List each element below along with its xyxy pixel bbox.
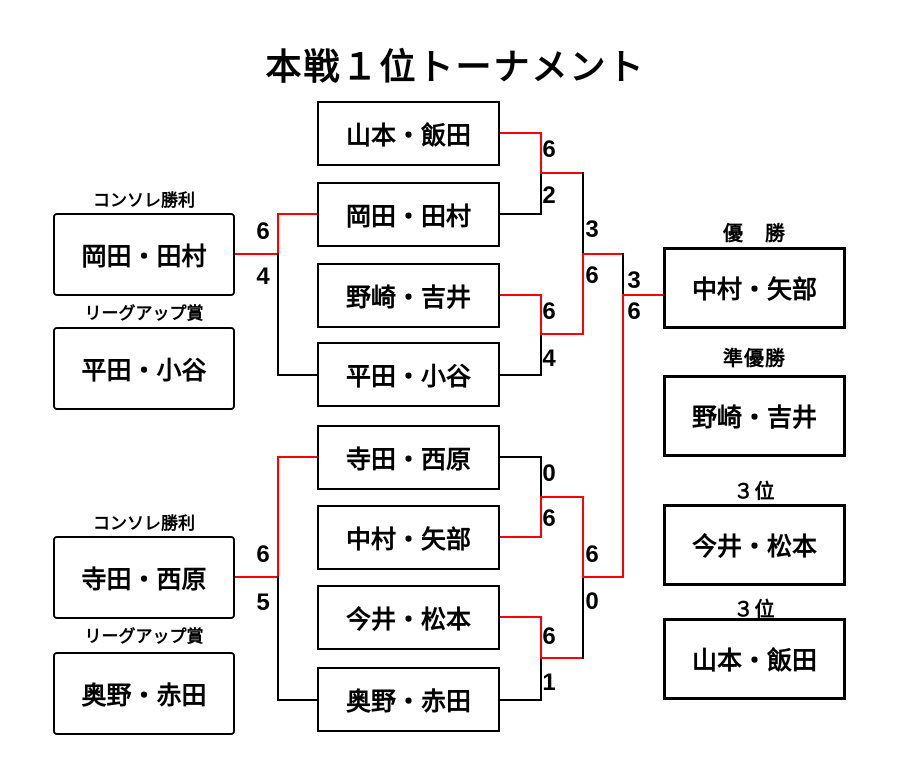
bracket-line (582, 496, 584, 578)
consolation-winner-bottom-team: 寺田・西原 (81, 565, 207, 594)
bracket-line (277, 576, 279, 701)
bracket-line (500, 536, 540, 538)
bracket-line (622, 295, 624, 578)
score-r1m1-top: 6 (542, 136, 556, 163)
consolation-winner-top-team: 岡田・田村 (81, 242, 207, 271)
champion-box: 中村・矢部 (663, 247, 846, 329)
bracket-line (582, 576, 584, 659)
score-sf1-bottom: 6 (585, 262, 599, 289)
bracket-line (277, 374, 317, 376)
bracket-line (277, 213, 317, 215)
bracket-entry-3: 野崎・吉井 (345, 283, 471, 312)
bracket-line (582, 576, 622, 578)
consolation-winner-label-bottom: コンソレ勝利 (93, 514, 195, 533)
bracket-line (277, 253, 279, 376)
league-up-prize-top-team: 平田・小谷 (81, 356, 207, 385)
bracket-entry-5: 寺田・西原 (345, 445, 471, 474)
bracket-line (540, 333, 582, 335)
bracket-line (582, 253, 622, 255)
consolation-winner-box-bottom: 寺田・西原 (53, 536, 235, 619)
tournament-title: 本戦１位トーナメント (265, 46, 646, 87)
bracket-entry-box-8: 奥野・赤田 (317, 667, 500, 732)
score-consolation-bottom-loser: 5 (256, 589, 270, 616)
score-r1m4-bottom: 1 (542, 669, 556, 696)
bracket-line (622, 253, 624, 297)
bracket-entry-box-3: 野崎・吉井 (317, 263, 500, 328)
score-consolation-bottom-winner: 6 (256, 541, 270, 568)
score-sf1-top: 3 (585, 216, 599, 243)
bracket-line (277, 213, 279, 255)
bracket-line (540, 496, 542, 538)
bracket-line (540, 172, 542, 215)
third-place-label-1: ３位 (733, 481, 776, 503)
bracket-line (500, 699, 540, 701)
bracket-line (500, 132, 540, 134)
runner-up-team: 野崎・吉井 (691, 404, 817, 432)
third-place-label-2: ３位 (733, 599, 776, 621)
score-final-bottom: 6 (627, 298, 641, 325)
score-r1m4-top: 6 (542, 623, 556, 650)
bracket-line (622, 294, 663, 296)
consolation-winner-box-top: 岡田・田村 (53, 213, 235, 296)
bracket-entry-7: 今井・松本 (345, 605, 471, 634)
bracket-line (540, 496, 582, 498)
score-r1m2-bottom: 4 (542, 345, 556, 372)
score-final-top: 3 (627, 267, 641, 294)
bracket-line (540, 657, 542, 701)
bracket-entry-1: 山本・飯田 (345, 121, 471, 150)
champion-label: 優 勝 (723, 223, 786, 245)
bracket-line (277, 699, 317, 701)
bracket-line (540, 333, 542, 376)
bracket-entry-8: 奥野・赤田 (345, 687, 471, 716)
third-place-team-1: 今井・松本 (691, 533, 817, 561)
league-up-prize-label-bottom: リーグアップ賞 (84, 627, 204, 646)
bracket-entry-6: 中村・矢部 (345, 525, 471, 554)
third-place-box-1: 今井・松本 (663, 504, 846, 586)
champion-team: 中村・矢部 (691, 276, 817, 304)
bracket-line (500, 456, 540, 458)
league-up-prize-box-bottom: 奥野・赤田 (53, 652, 235, 735)
league-up-prize-box-top: 平田・小谷 (53, 327, 235, 410)
score-r1m3-top: 0 (542, 460, 556, 487)
bracket-entry-2: 岡田・田村 (345, 202, 471, 231)
bracket-line (540, 456, 542, 498)
score-sf2-top: 6 (585, 541, 599, 568)
bracket-line (540, 294, 542, 335)
bracket-line (277, 456, 279, 578)
bracket-line (500, 374, 540, 376)
bracket-line (277, 456, 317, 458)
bracket-line (582, 172, 584, 255)
bracket-entry-box-5: 寺田・西原 (317, 425, 500, 490)
score-consolation-top-winner: 6 (256, 218, 270, 245)
bracket-line (582, 253, 584, 335)
bracket-line (540, 172, 582, 174)
league-up-prize-bottom-team: 奥野・赤田 (81, 681, 207, 710)
runner-up-box: 野崎・吉井 (663, 375, 846, 457)
consolation-winner-label-top: コンソレ勝利 (93, 191, 195, 210)
bracket-line (235, 576, 277, 578)
bracket-line (500, 213, 540, 215)
score-sf2-bottom: 0 (585, 588, 599, 615)
bracket-entry-box-2: 岡田・田村 (317, 182, 500, 247)
score-r1m3-bottom: 6 (542, 505, 556, 532)
score-r1m1-bottom: 2 (542, 182, 556, 209)
bracket-line (540, 616, 542, 659)
bracket-entry-box-7: 今井・松本 (317, 585, 500, 650)
score-consolation-top-loser: 4 (256, 263, 270, 290)
bracket-line (235, 253, 277, 255)
bracket-line (540, 132, 542, 174)
score-r1m2-top: 6 (542, 298, 556, 325)
bracket-line (500, 294, 540, 296)
bracket-entry-4: 平田・小谷 (345, 362, 471, 391)
bracket-line (500, 616, 540, 618)
third-place-box-2: 山本・飯田 (663, 618, 846, 700)
league-up-prize-label-top: リーグアップ賞 (84, 304, 204, 323)
bracket-entry-box-4: 平田・小谷 (317, 342, 500, 407)
bracket-entry-box-1: 山本・飯田 (317, 101, 500, 166)
bracket-entry-box-6: 中村・矢部 (317, 505, 500, 570)
runner-up-label: 準優勝 (723, 348, 786, 370)
third-place-team-2: 山本・飯田 (691, 647, 817, 675)
bracket-line (540, 657, 582, 659)
